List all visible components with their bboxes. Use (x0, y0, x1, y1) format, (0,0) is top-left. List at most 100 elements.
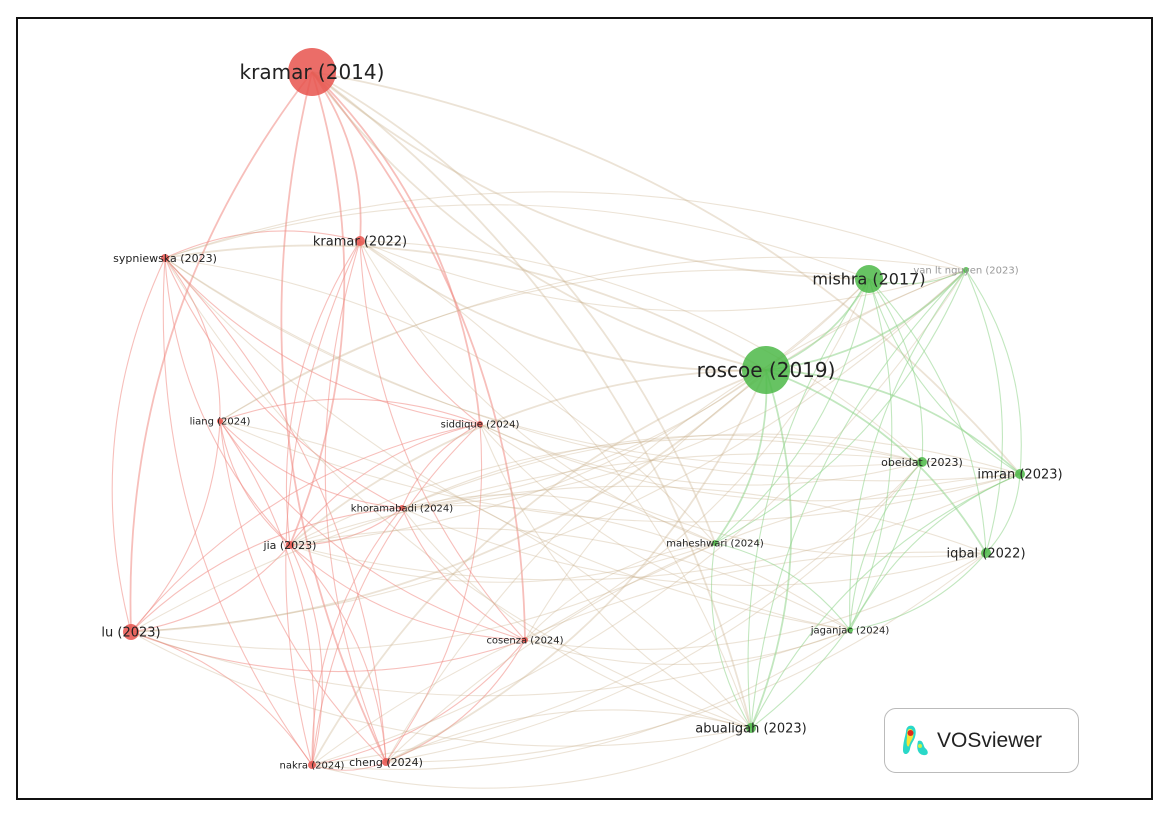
node-circle[interactable] (855, 265, 883, 293)
edge-jia-imran (289, 473, 1021, 581)
edge-kramar2022-sypniewska (164, 230, 361, 259)
node-label: jaganjac (2024) (810, 626, 890, 637)
edge-nakra-abualigah (311, 727, 752, 789)
node-cosenza[interactable]: cosenza (2024) (486, 636, 563, 647)
edge-jia-nakra (289, 544, 323, 766)
edge-siddique-khoramabadi (401, 423, 481, 509)
node-label: cheng (2024) (349, 756, 423, 769)
node-label: abualigah (2023) (695, 722, 806, 737)
node-sypniewska[interactable]: sypniewska (2023) (113, 252, 217, 265)
edge-jia-roscoe (289, 369, 767, 546)
node-obeidat[interactable]: obeidat (2023) (881, 456, 963, 469)
node-circle[interactable] (712, 540, 718, 546)
edge-kramar2014-roscoe (311, 71, 767, 371)
node-circle[interactable] (308, 761, 316, 769)
node-circle[interactable] (217, 418, 223, 424)
edge-cosenza-nguyen (524, 269, 967, 641)
node-circle[interactable] (963, 267, 969, 273)
node-liang[interactable]: liang (2024) (190, 417, 251, 428)
edge-khoramabadi-obeidat (401, 434, 923, 509)
edge-sypniewska-nguyen (164, 191, 967, 271)
edge-lu-maheshwari (130, 542, 716, 651)
edge-kramar2022-maheshwari (359, 240, 716, 544)
node-circle[interactable] (847, 627, 853, 633)
edge-khoramabadi-jia (289, 507, 403, 546)
edge-sypniewska-jaganjac (164, 257, 851, 631)
node-circle[interactable] (746, 723, 756, 733)
node-label: siddique (2024) (441, 420, 520, 431)
node-circle[interactable] (1015, 469, 1025, 479)
network-frame (16, 17, 1153, 800)
node-siddique[interactable]: siddique (2024) (441, 420, 520, 431)
edge-kramar2014-imran (311, 71, 1021, 475)
node-circle[interactable] (288, 48, 336, 96)
edge-kramar2014-mishra (311, 71, 870, 280)
node-circle[interactable] (742, 346, 790, 394)
node-khoramabadi[interactable]: khoramabadi (2024) (351, 504, 453, 515)
node-lu[interactable]: lu (2023) (101, 624, 161, 641)
edge-kramar2014-lu (129, 71, 313, 633)
edge-roscoe-iqbal (765, 369, 987, 554)
edge-nguyen-imran (965, 269, 1022, 475)
node-abualigah[interactable]: abualigah (2023) (695, 722, 806, 737)
edge-khoramabadi-imran (401, 433, 1021, 509)
node-circle[interactable] (161, 254, 169, 262)
edge-khoramabadi-nakra (311, 507, 403, 766)
edge-cheng-roscoe (385, 369, 767, 763)
node-circle[interactable] (355, 236, 365, 246)
edge-khoramabadi-jaganjac (401, 505, 851, 631)
node-label: sypniewska (2023) (113, 252, 217, 265)
edge-lu-abualigah (130, 631, 752, 747)
edge-kramar2014-abualigah (311, 71, 752, 729)
node-jia[interactable]: jia (2023) (263, 539, 317, 552)
edge-nakra-obeidat (311, 461, 923, 766)
node-mishra[interactable]: mishra (2017) (812, 265, 926, 293)
edge-nguyen-iqbal (965, 269, 1003, 554)
edge-imran-abualigah (750, 473, 1021, 729)
edge-maheshwari-jaganjac (714, 542, 851, 631)
node-circle[interactable] (399, 505, 405, 511)
node-label: roscoe (2019) (697, 358, 836, 382)
edge-sypniewska-liang (164, 257, 221, 422)
edge-nguyen-maheshwari (714, 269, 967, 544)
edge-sypniewska-khoramabadi (164, 257, 403, 509)
edge-nguyen-jaganjac (849, 269, 967, 631)
vosviewer-logo-icon (903, 725, 928, 755)
node-nakra[interactable]: nakra (2024) (280, 761, 345, 772)
node-circle[interactable] (477, 421, 483, 427)
edge-obeidat-jaganjac (849, 461, 923, 631)
edge-khoramabadi-maheshwari (401, 494, 716, 544)
node-nguyen[interactable]: van lt nguyen (2023) (913, 266, 1018, 277)
node-label: obeidat (2023) (881, 456, 963, 469)
node-circle[interactable] (382, 758, 390, 766)
node-kramar2014[interactable]: kramar (2014) (240, 48, 385, 96)
node-circle[interactable] (286, 541, 294, 549)
edge-kramar2014-cosenza (311, 71, 526, 641)
node-label: van lt nguyen (2023) (913, 266, 1018, 277)
edge-kramar2022-obeidat (359, 240, 923, 463)
node-circle[interactable] (522, 637, 528, 643)
edge-mishra-obeidat (868, 278, 924, 463)
edge-sypniewska-obeidat (164, 257, 923, 467)
nodes-layer: kramar (2014) kramar (2022) sypniewska (20… (101, 48, 1063, 772)
node-circle[interactable] (917, 457, 927, 467)
edge-sypniewska-cheng (164, 257, 387, 763)
node-cheng[interactable]: cheng (2024) (349, 756, 423, 769)
node-label: iqbal (2022) (946, 547, 1025, 562)
edge-cosenza-cheng (385, 639, 526, 763)
edge-siddique-nakra (311, 423, 481, 766)
node-jaganjac[interactable]: jaganjac (2024) (810, 626, 890, 637)
node-circle[interactable] (123, 624, 139, 640)
node-roscoe[interactable]: roscoe (2019) (697, 346, 836, 394)
edge-jia-lu (130, 544, 291, 633)
node-imran[interactable]: imran (2023) (977, 468, 1062, 483)
node-iqbal[interactable]: iqbal (2022) (946, 547, 1025, 562)
edges-layer (111, 71, 1022, 789)
edge-khoramabadi-mishra (401, 278, 870, 509)
edge-cheng-iqbal (385, 552, 987, 763)
node-maheshwari[interactable]: maheshwari (2024) (666, 539, 764, 550)
edge-maheshwari-abualigah (710, 542, 752, 729)
node-circle[interactable] (981, 548, 991, 558)
node-kramar2022[interactable]: kramar (2022) (313, 235, 407, 250)
